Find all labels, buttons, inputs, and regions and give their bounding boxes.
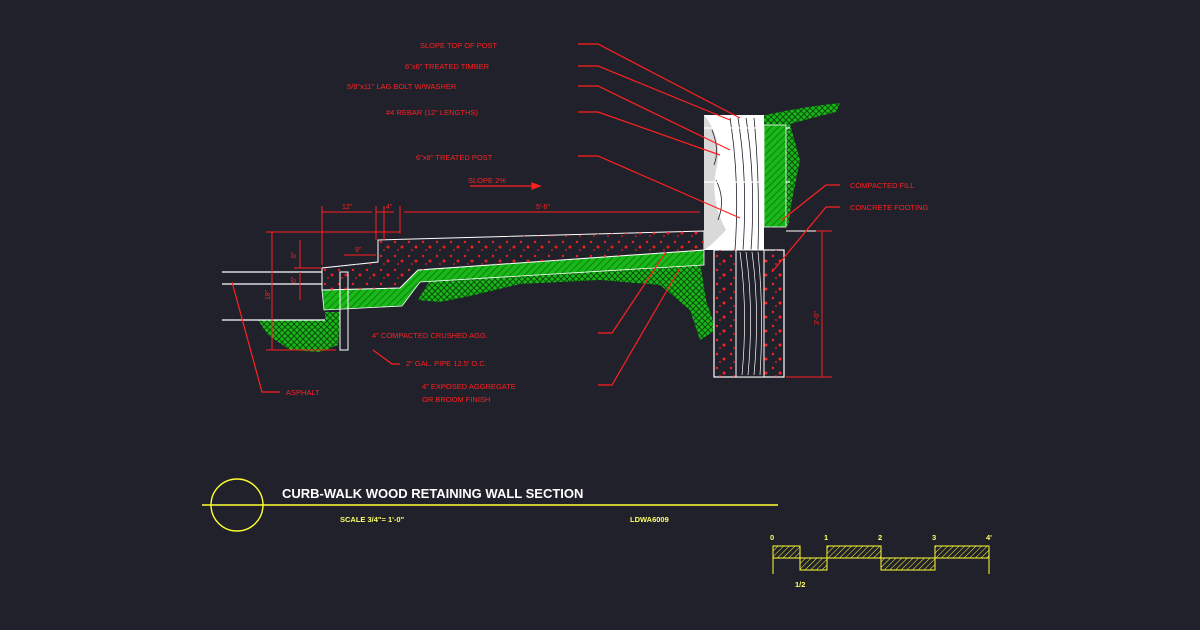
label-compacted-fill: COMPACTED FILL <box>850 181 914 190</box>
dim-9in: 9" <box>355 247 362 254</box>
dim-3ft0in: 3'-0" <box>814 311 821 325</box>
label-slope-top-of-post: SLOPE TOP OF POST <box>420 41 498 50</box>
scale-half-label: 1/2 <box>795 580 805 589</box>
timber-wall <box>704 115 790 378</box>
label-treated-post: 6"x8" TREATED POST <box>416 153 493 162</box>
label-crushed-aggregate: 4" COMPACTED CRUSHED AGG. <box>372 331 488 340</box>
label-slope: SLOPE 2% <box>468 176 506 185</box>
scale-bar: 0 1 2 3 4' 1/2 <box>770 533 992 589</box>
dim-5ft6in: 5'-6" <box>536 204 550 211</box>
dim-6in-lower: 6" <box>291 276 298 283</box>
leader-lines <box>231 43 840 393</box>
label-rebar: #4 REBAR (12" LENGTHS) <box>386 108 478 117</box>
dimension-lines <box>266 206 832 378</box>
title-block: CURB-WALK WOOD RETAINING WALL SECTION SC… <box>202 478 778 532</box>
gal-pipe <box>339 271 349 351</box>
dim-18in: 18" <box>265 289 272 300</box>
label-exposed-aggregate: 4" EXPOSED AGGREGATE <box>422 382 516 391</box>
scale-tick-0: 0 <box>770 533 774 542</box>
scale-tick-4: 4' <box>986 533 992 542</box>
scale-tick-2: 2 <box>878 533 882 542</box>
dim-12in: 12" <box>342 204 353 211</box>
label-asphalt: ASPHALT <box>286 388 320 397</box>
drawing-scale: SCALE 3/4"= 1'-0" <box>340 515 405 524</box>
scale-tick-3: 3 <box>932 533 936 542</box>
label-treated-timber: 6"x6" TREATED TIMBER <box>405 62 490 71</box>
scale-tick-1: 1 <box>824 533 828 542</box>
label-broom-finish: OR BROOM FINISH <box>422 395 490 404</box>
dim-4in: 4" <box>386 204 393 211</box>
drawing-code: LDWA6009 <box>630 515 669 524</box>
asphalt-road <box>222 271 325 321</box>
label-concrete-footing: CONCRETE FOOTING <box>850 203 928 212</box>
dim-6in-upper: 6" <box>291 251 298 258</box>
drawing-title: CURB-WALK WOOD RETAINING WALL SECTION <box>282 486 583 501</box>
label-gal-pipe: 2" GAL. PIPE 12.5' O.C. <box>406 359 487 368</box>
label-lag-bolt: 5/8"x11" LAG BOLT W/WASHER <box>347 82 457 91</box>
